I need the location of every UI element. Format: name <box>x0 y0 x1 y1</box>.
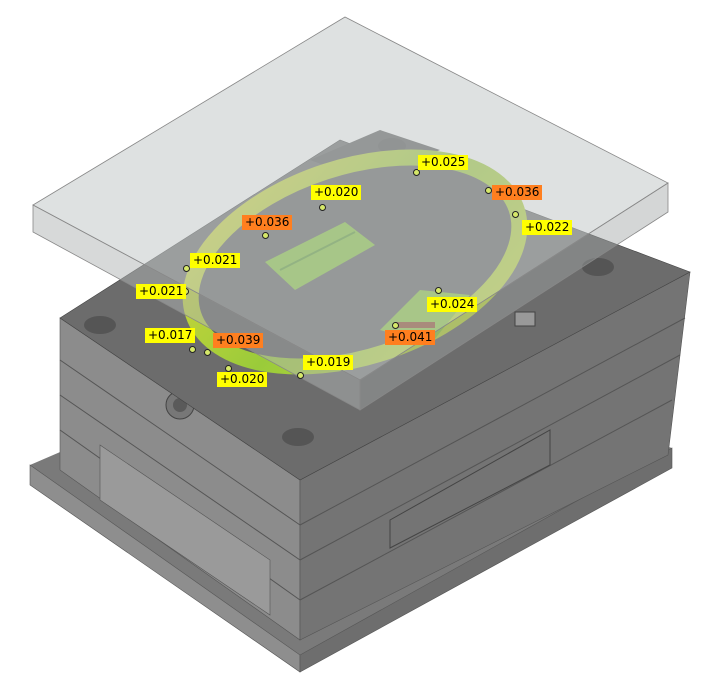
deviation-label[interactable]: +0.041 <box>385 330 436 345</box>
measurement-point[interactable] <box>204 349 211 356</box>
measurement-point[interactable] <box>189 346 196 353</box>
measurement-point[interactable] <box>225 365 232 372</box>
deviation-label[interactable]: +0.021 <box>136 284 187 299</box>
deviation-label[interactable]: +0.017 <box>145 328 196 343</box>
measurement-point[interactable] <box>392 322 399 329</box>
measurement-point[interactable] <box>435 287 442 294</box>
measurement-point[interactable] <box>297 372 304 379</box>
deviation-label[interactable]: +0.019 <box>303 355 354 370</box>
measurement-point[interactable] <box>485 187 492 194</box>
deviation-label[interactable]: +0.036 <box>242 215 293 230</box>
measurement-point[interactable] <box>262 232 269 239</box>
measurement-point[interactable] <box>319 204 326 211</box>
deviation-label[interactable]: +0.036 <box>492 185 543 200</box>
deviation-label[interactable]: +0.022 <box>522 220 573 235</box>
measurement-point[interactable] <box>512 211 519 218</box>
deviation-label[interactable]: +0.025 <box>418 155 469 170</box>
deviation-label[interactable]: +0.039 <box>213 333 264 348</box>
deviation-label[interactable]: +0.021 <box>190 253 241 268</box>
deviation-label[interactable]: +0.020 <box>311 185 362 200</box>
deviation-label[interactable]: +0.024 <box>427 297 478 312</box>
measurement-point[interactable] <box>413 169 420 176</box>
measurement-point[interactable] <box>183 265 190 272</box>
deviation-label[interactable]: +0.020 <box>217 372 268 387</box>
